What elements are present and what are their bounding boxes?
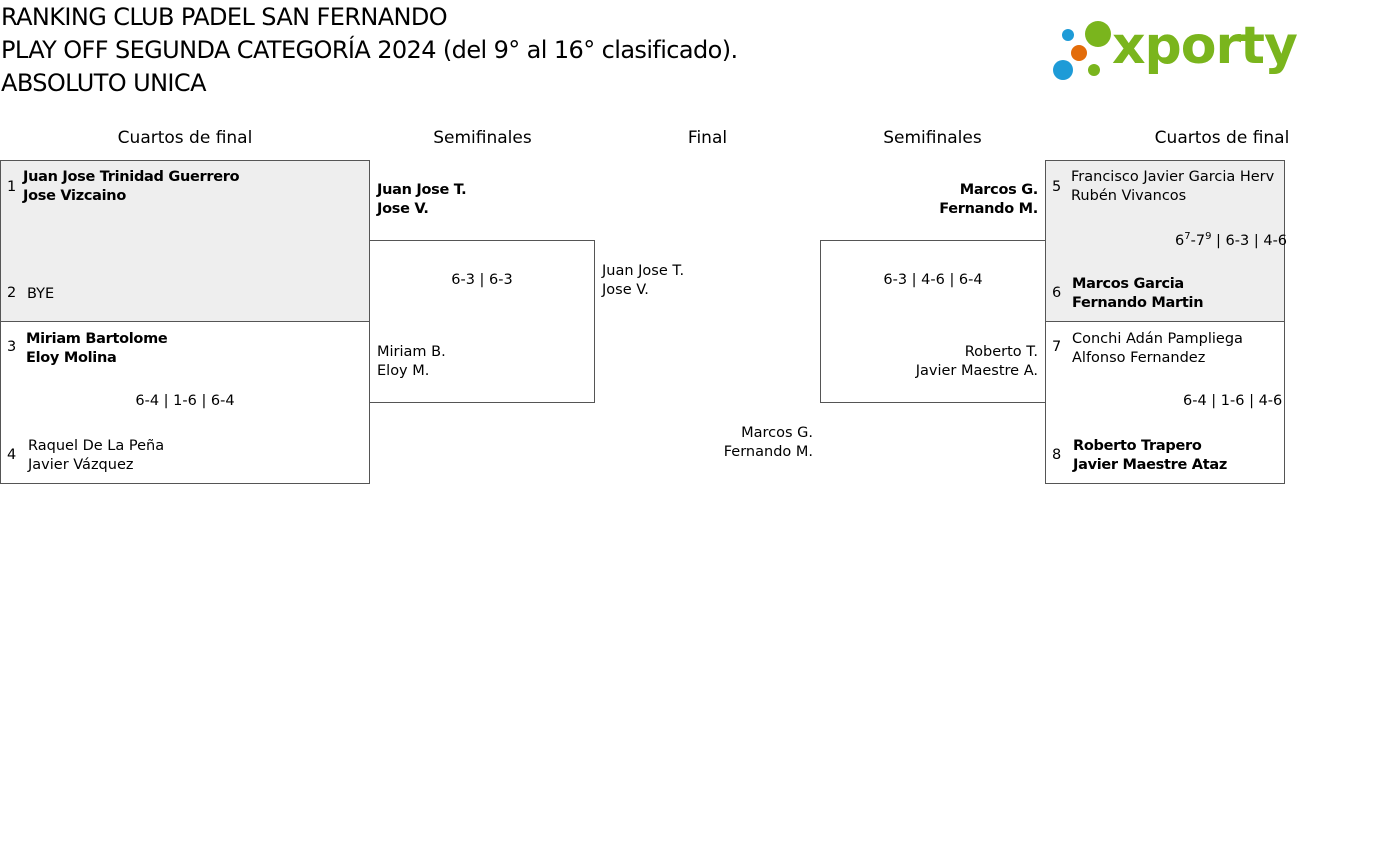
round-right-qf: Cuartos de final: [1154, 128, 1290, 148]
player-name: Javier Maestre A.: [915, 363, 1038, 379]
left-sf-match: [369, 240, 595, 403]
round-left-sf: Semifinales: [433, 128, 532, 148]
player-name: Fernando M.: [723, 444, 813, 460]
match-score: 6-4 | 1-6 | 6-4: [135, 393, 235, 409]
player-name: Jose Vizcaino: [23, 188, 126, 204]
match-score: 6-3 | 6-3: [451, 272, 513, 288]
player-name: Alfonso Fernandez: [1072, 350, 1206, 366]
player-name: Marcos G.: [741, 425, 813, 441]
round-right-sf: Semifinales: [883, 128, 982, 148]
player-name: Juan Jose Trinidad Guerrero: [23, 169, 240, 185]
player-name: Miriam B.: [377, 344, 446, 360]
seed-number: 4: [7, 447, 17, 463]
seed-number: 7: [1052, 339, 1062, 355]
player-name: Eloy M.: [377, 363, 430, 379]
seed-number: 5: [1052, 179, 1062, 195]
logo-dots-icon: [1053, 21, 1111, 80]
player-name: Raquel De La Peña: [28, 438, 165, 454]
player-name: Conchi Adán Pampliega: [1072, 331, 1243, 347]
seed-number: 2: [7, 285, 17, 301]
title-line-3: ABSOLUTO UNICA: [1, 69, 206, 97]
round-final: Final: [687, 128, 728, 148]
player-name: Francisco Javier Garcia Herv: [1071, 169, 1275, 185]
player-name: Marcos Garcia: [1072, 276, 1184, 292]
seed-number: 8: [1052, 447, 1062, 463]
player-name: Roberto T.: [964, 344, 1038, 360]
player-name: Roberto Trapero: [1073, 438, 1202, 454]
xporty-logo[interactable]: xporty: [1050, 16, 1298, 84]
player-name: Rubén Vivancos: [1071, 188, 1187, 204]
seed-number: 6: [1052, 285, 1062, 301]
right-qf-match-1: [1045, 160, 1285, 322]
player-name: BYE: [27, 286, 55, 302]
logo-text: xporty: [1112, 16, 1298, 76]
player-name: Fernando M.: [939, 201, 1038, 217]
match-score: 67-79 | 6-3 | 4-6: [1175, 231, 1288, 249]
round-left-qf: Cuartos de final: [117, 128, 253, 148]
match-score: 6-4 | 1-6 | 4-6: [1183, 393, 1283, 409]
title-line-1: RANKING CLUB PADEL SAN FERNANDO: [1, 3, 448, 31]
player-name: Javier Maestre Ataz: [1073, 457, 1227, 473]
seed-number: 1: [7, 179, 17, 195]
player-name: Jose V.: [377, 201, 429, 217]
seed-number: 3: [7, 339, 17, 355]
left-qf-match-1: [0, 160, 370, 322]
player-name: Jose V.: [602, 282, 649, 298]
player-name: Marcos G.: [959, 182, 1039, 198]
match-score: 6-3 | 4-6 | 6-4: [883, 272, 983, 288]
player-name: Fernando Martin: [1072, 295, 1204, 311]
player-name: Miriam Bartolome: [26, 331, 168, 347]
player-name: Juan Jose T.: [377, 182, 467, 198]
right-qf-match-2: [1045, 321, 1285, 484]
player-name: Eloy Molina: [26, 350, 117, 366]
player-name: Javier Vázquez: [28, 457, 134, 473]
player-name: Juan Jose T.: [602, 263, 685, 279]
title-line-2: PLAY OFF SEGUNDA CATEGORÍA 2024 (del 9° …: [1, 36, 738, 64]
